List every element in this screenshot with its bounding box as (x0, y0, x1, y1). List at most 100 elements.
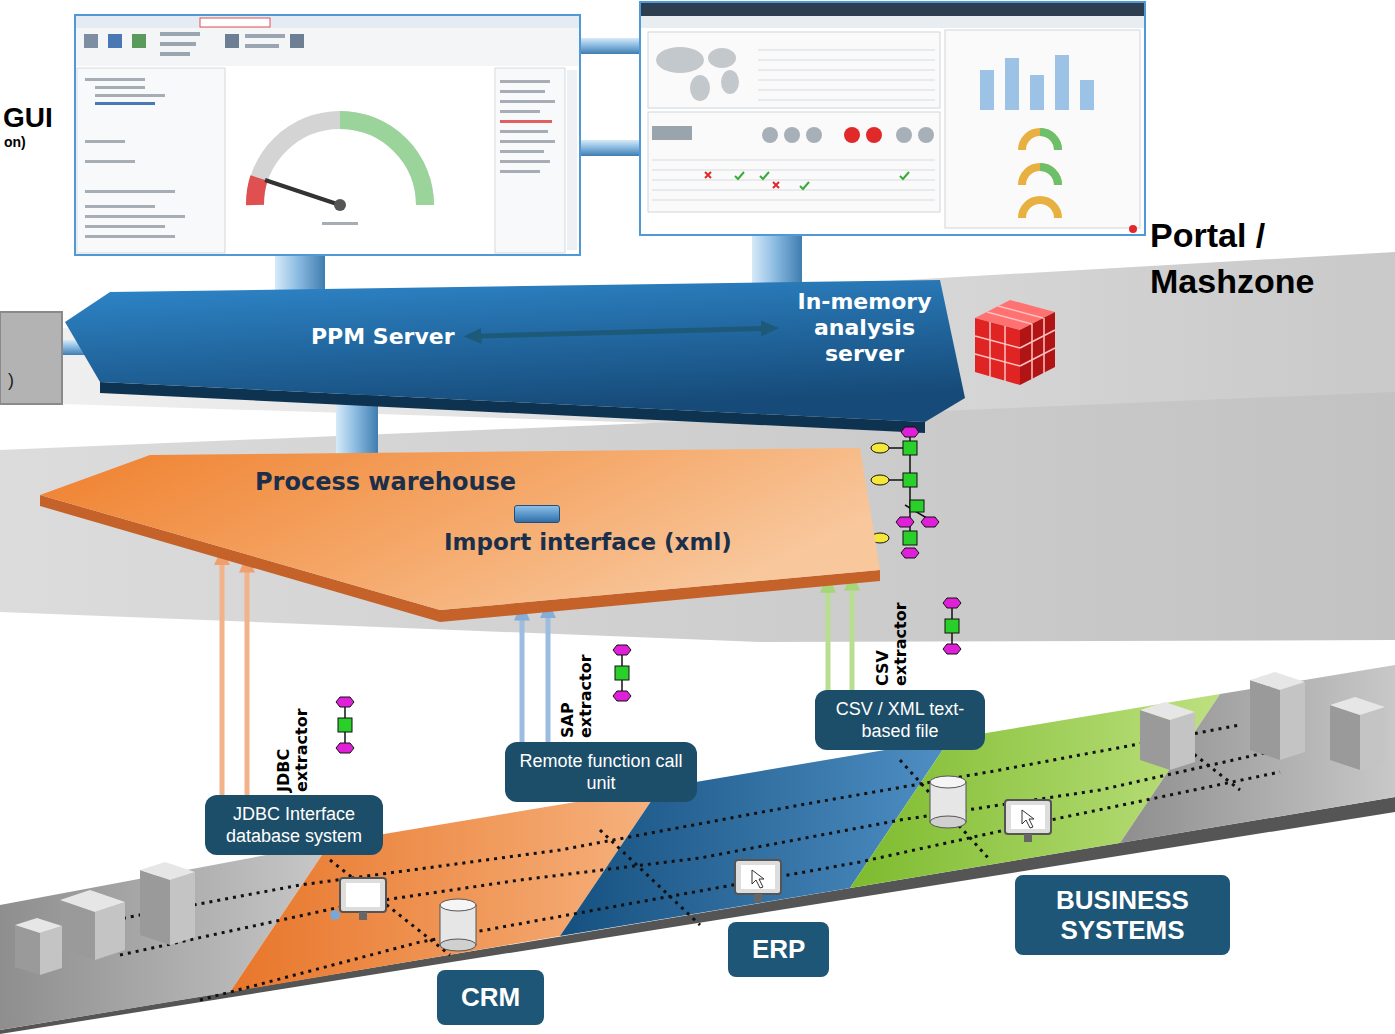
text-line (85, 78, 145, 81)
grid-line (1043, 318, 1045, 373)
connector-oval (871, 443, 889, 453)
memory-cube-grid (975, 306, 1055, 381)
event-hexagon (896, 517, 914, 527)
mini-gauge (1022, 200, 1058, 218)
text-line (500, 150, 544, 153)
bar (1055, 55, 1069, 110)
title-bar (76, 16, 579, 28)
monitor-stand (359, 912, 367, 920)
building (1330, 697, 1385, 715)
text-line (500, 130, 548, 133)
map-shape (656, 47, 704, 73)
table-lines (758, 50, 935, 100)
data-flow-arrow (826, 587, 831, 690)
database (930, 776, 966, 788)
text-line (500, 80, 550, 83)
toolbar-icon (225, 34, 239, 48)
node-text: Remote function call unit (511, 750, 691, 794)
server-label: PPM Server (305, 320, 461, 353)
text-line (85, 235, 175, 238)
network-line (200, 772, 1280, 1000)
app-box (0, 312, 62, 404)
mini-gauge (1022, 132, 1058, 150)
cursor (752, 870, 764, 888)
panel (648, 112, 940, 212)
component-title: Portal / Mashzone (1150, 212, 1388, 304)
gauge-band (255, 178, 259, 205)
building (1250, 680, 1280, 760)
network-line (330, 860, 450, 955)
server-plane (65, 280, 965, 422)
interface-icon (514, 505, 560, 523)
grid-line (975, 354, 1020, 366)
source-interface-box: Remote function call unit (505, 742, 697, 802)
node-text: Import interface (xml) (444, 529, 732, 555)
table-line (758, 90, 935, 91)
network-line (900, 760, 990, 860)
monitor-screen (741, 865, 775, 889)
building (1360, 707, 1385, 770)
text-line (500, 160, 550, 163)
event-hexagon (613, 691, 631, 701)
map-shape (690, 75, 710, 101)
process-chain (943, 598, 961, 654)
table-line (652, 200, 935, 201)
building (1330, 705, 1360, 770)
tab (200, 18, 270, 27)
database (440, 939, 476, 951)
grid-line (1020, 348, 1055, 366)
tier-sheet (0, 392, 1395, 642)
toolbar-text (245, 44, 279, 48)
database (440, 899, 476, 911)
node-text: ERP (752, 934, 805, 965)
building (140, 862, 195, 880)
database (930, 816, 966, 828)
monitor-stand (754, 894, 762, 902)
glow (330, 910, 340, 920)
status-light (918, 127, 934, 143)
window-frame (75, 15, 580, 255)
status-light (896, 127, 912, 143)
building (60, 890, 125, 912)
status-light (784, 127, 800, 143)
monitor-screen (1011, 805, 1045, 829)
building (1140, 710, 1170, 770)
panel (648, 32, 940, 108)
portal-screenshot (640, 2, 1145, 235)
tree-panel (77, 68, 225, 253)
data-flow-arrow (546, 612, 551, 742)
function-box (910, 500, 924, 512)
window-frame (640, 2, 1145, 235)
building (15, 925, 40, 975)
table-line (652, 180, 935, 181)
grid-line (1031, 324, 1033, 379)
function-box (615, 666, 629, 680)
panel (945, 30, 1140, 228)
data-flow-arrow (476, 328, 768, 336)
data-flow-arrow (850, 585, 855, 691)
data-flow-arrow (220, 559, 225, 795)
computer-icons (330, 776, 1051, 951)
grid-line (975, 336, 1020, 348)
component-subtitle: on) (4, 134, 26, 150)
node-text: Process warehouse (255, 468, 516, 496)
system-label: ERP (728, 922, 829, 977)
toolbar-text (160, 42, 196, 46)
monitor (735, 860, 781, 894)
node-text: CRM (461, 982, 520, 1013)
function-box (945, 619, 959, 633)
event-hexagon (901, 427, 919, 437)
warehouse-plane: Process warehouseImport interface (xml) (40, 440, 885, 625)
check-mark (735, 172, 909, 189)
function-box (903, 473, 917, 487)
table-line (758, 70, 935, 71)
text-line (85, 205, 155, 208)
process-chain (889, 432, 930, 545)
interface-label: Import interface (xml) (440, 505, 736, 555)
list-panel (495, 68, 565, 253)
mini-gauge (1022, 167, 1058, 185)
bar (980, 70, 994, 110)
map-shape (721, 70, 739, 94)
building (1140, 702, 1195, 720)
